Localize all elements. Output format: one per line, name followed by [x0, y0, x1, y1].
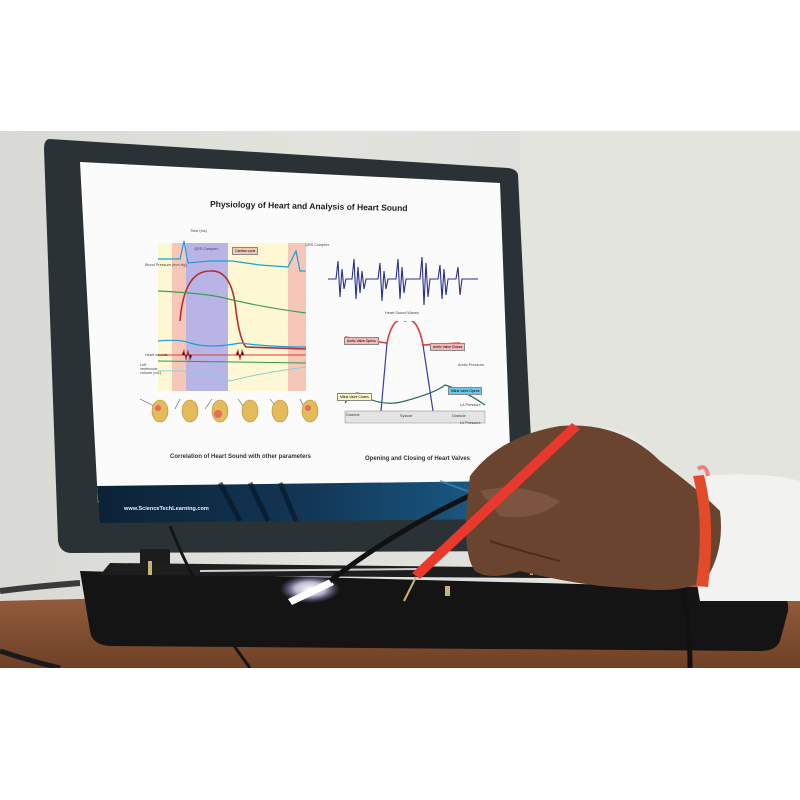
scene-drawing	[0, 131, 800, 668]
device-base	[80, 571, 789, 651]
sleeve	[695, 474, 800, 601]
slide-footer-band	[97, 481, 512, 523]
bracelet	[693, 475, 712, 587]
monitor-screen	[80, 162, 512, 503]
red-probe	[412, 423, 580, 579]
photograph: Physiology of Heart and Analysis of Hear…	[0, 131, 800, 668]
